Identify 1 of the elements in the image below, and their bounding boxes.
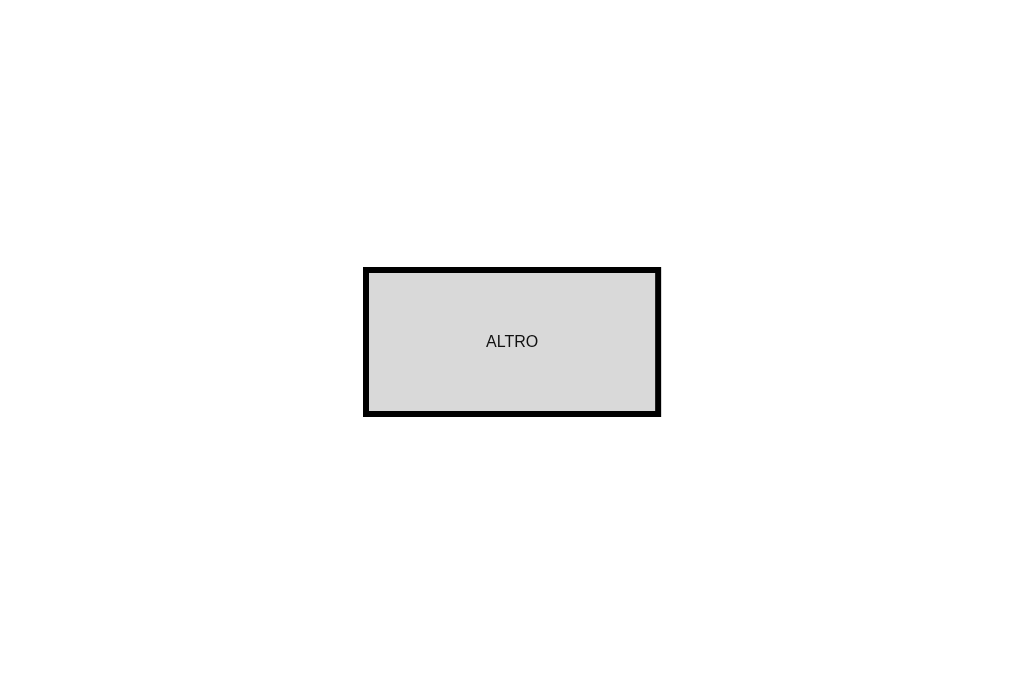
node-box: ALTRO: [362, 266, 662, 417]
